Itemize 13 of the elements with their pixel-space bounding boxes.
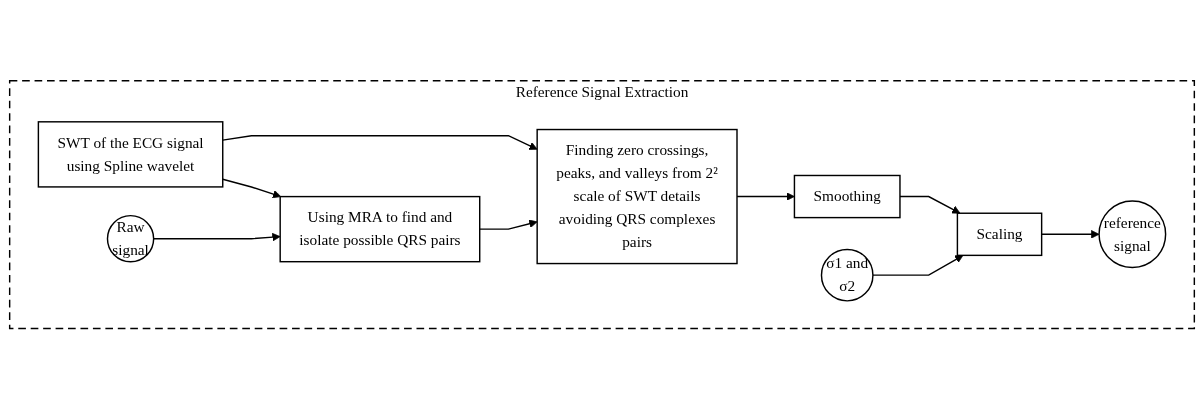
arrow	[222, 178, 282, 199]
arrow	[222, 135, 538, 151]
arrow	[872, 255, 964, 277]
node-circle	[820, 249, 874, 302]
node-box	[536, 129, 738, 265]
node-circle	[106, 215, 155, 263]
node-box	[956, 212, 1043, 257]
node-box	[793, 175, 901, 219]
node-box	[279, 196, 481, 263]
arrow	[899, 196, 961, 214]
arrow	[479, 220, 538, 231]
node-box	[37, 121, 224, 188]
node-circle	[1098, 200, 1167, 269]
